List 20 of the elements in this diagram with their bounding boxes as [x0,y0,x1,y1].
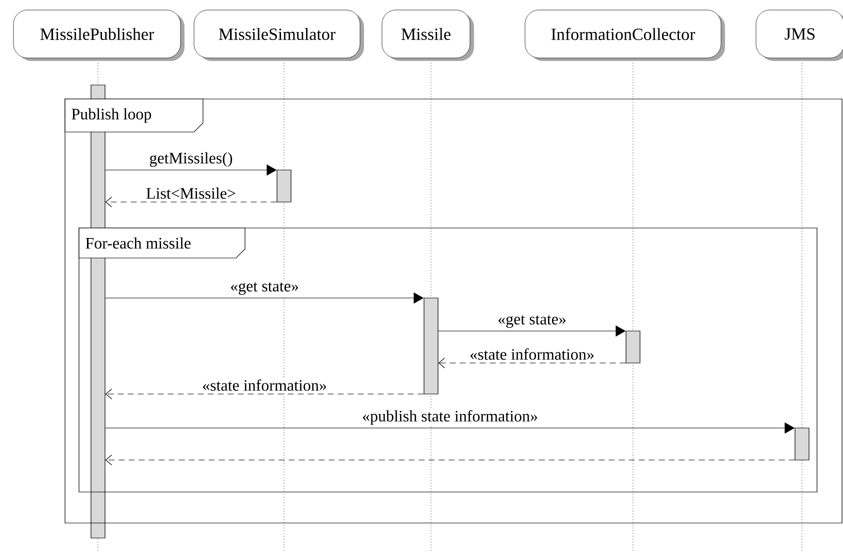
message-arrow [105,454,795,466]
message-label: «state information» [470,348,594,360]
message-arrow [105,388,424,400]
message-label: «state information» [202,379,326,391]
activation-bar [626,330,640,364]
message-arrow [105,196,277,208]
message-label: «get state» [230,282,298,295]
message-label: «publish state information» [362,410,538,425]
activation-bar [424,298,438,394]
lifeline-head: Missile [382,10,474,61]
activation-bar [794,428,810,460]
message-label: getMissiles() [150,152,232,167]
lifeline-head: MissileSimulator [194,10,364,61]
lifeline-head: InformationCollector [524,10,725,61]
activation-bar [276,170,292,202]
lifeline-head: JMS [756,10,843,61]
message-arrow [438,358,626,368]
message-label: «get state» [498,315,566,328]
message-label: List<Missile> [146,188,236,199]
lifeline-head: MissilePublisher [13,10,184,61]
